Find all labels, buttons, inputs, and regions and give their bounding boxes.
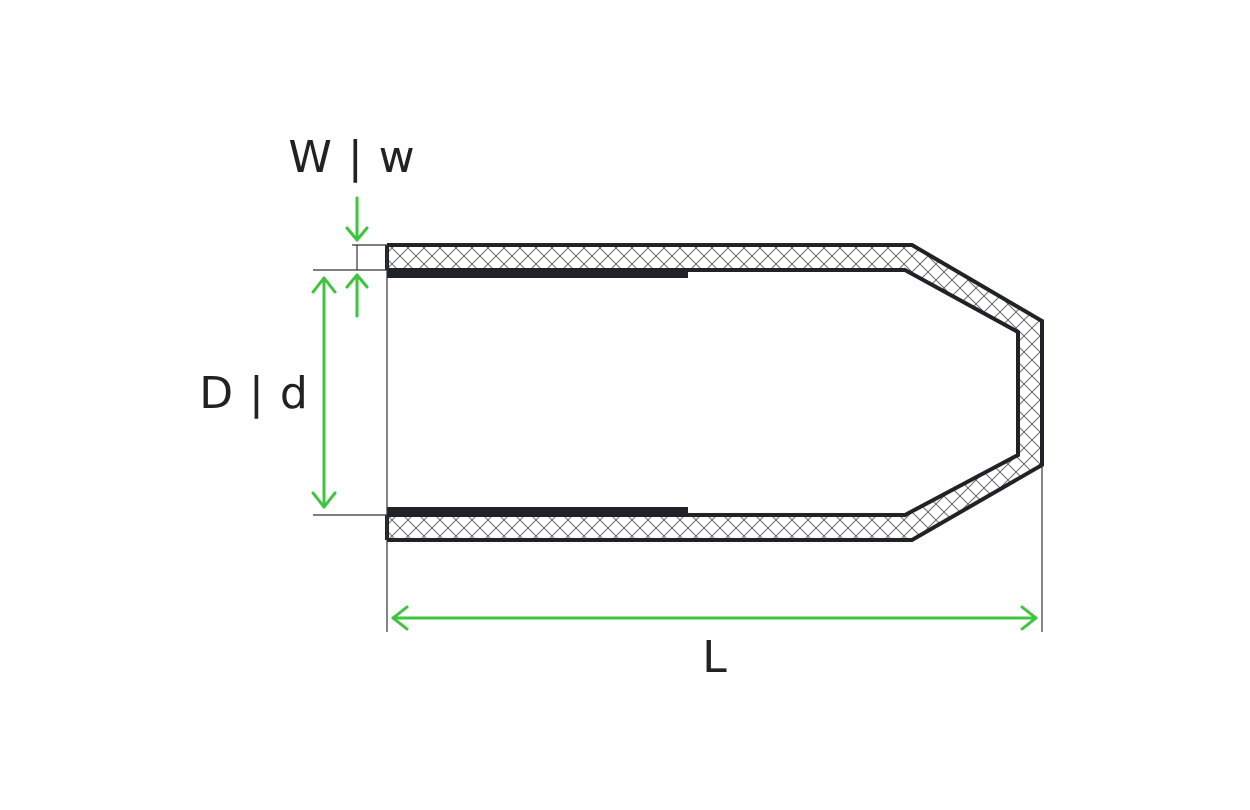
adhesive-liner-bottom <box>387 507 688 515</box>
adhesive-liner-top <box>387 270 688 278</box>
length-arrow <box>391 605 1038 631</box>
wall-thickness-arrows <box>345 196 369 318</box>
wall-thickness-label: W | w <box>288 132 415 183</box>
diameter-arrow <box>311 276 337 509</box>
cap-outer-outline <box>387 243 1044 542</box>
cap-inner-outline <box>387 268 1020 517</box>
diameter-label: D | d <box>199 368 309 419</box>
length-label: L <box>702 632 728 683</box>
extension-lines <box>313 244 1043 632</box>
